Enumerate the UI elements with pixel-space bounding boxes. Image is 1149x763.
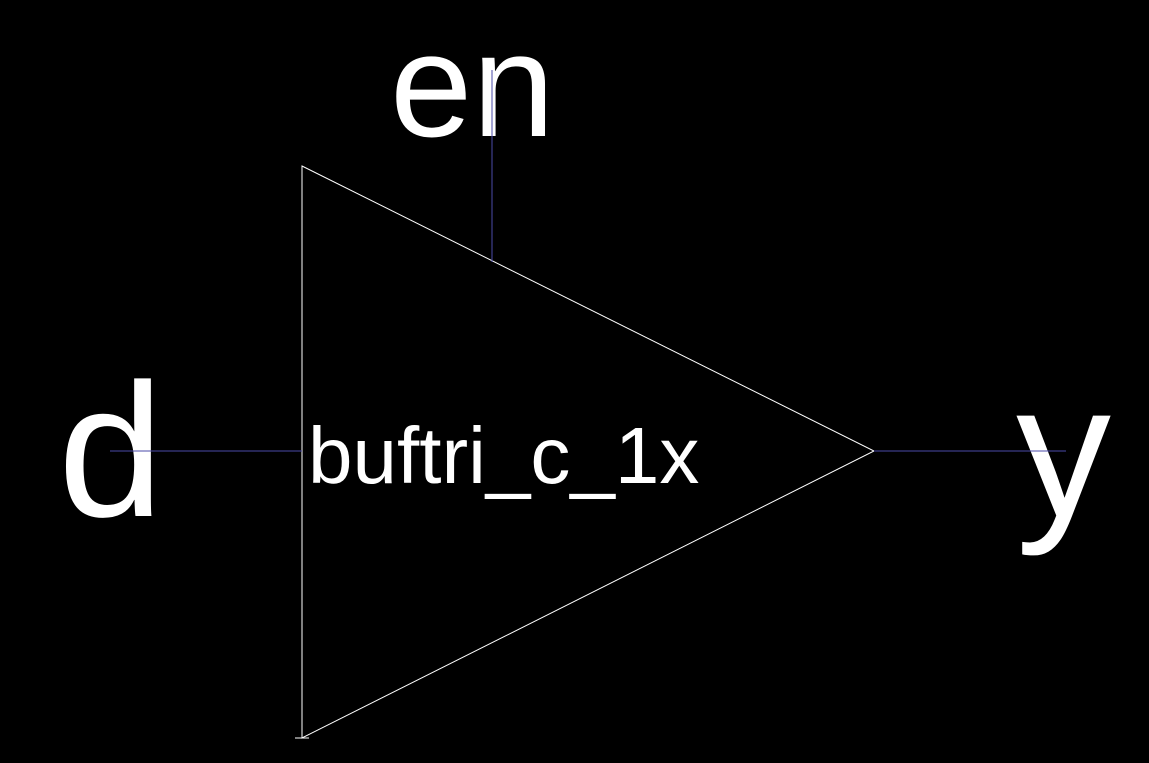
pin-label-enable: en	[390, 3, 555, 168]
cell-name-label: buftri_c_1x	[308, 411, 699, 500]
buffer-triangle-body	[301, 165, 876, 739]
